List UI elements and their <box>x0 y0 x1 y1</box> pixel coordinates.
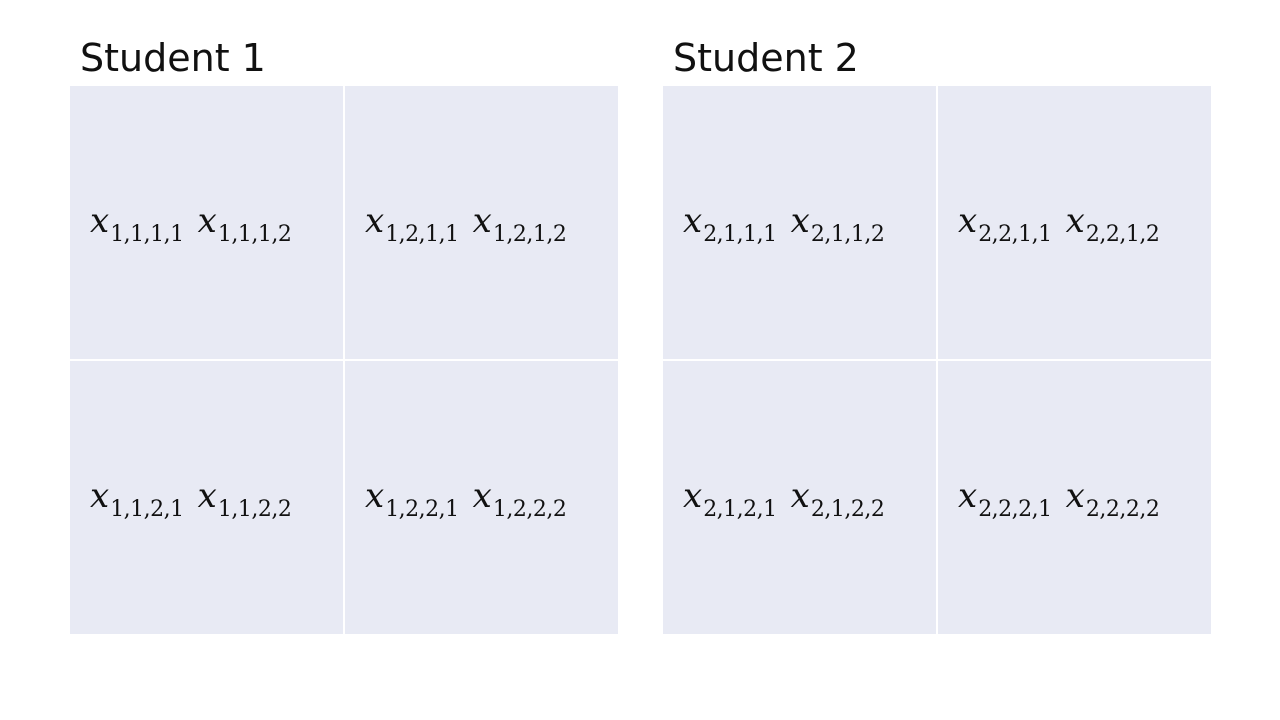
variable-subscript: 1,1,1,2 <box>217 222 292 247</box>
variable-subscript: 2,1,2,1 <box>703 497 777 522</box>
variable-symbol: x <box>365 476 385 516</box>
variable-subscript: 2,1,2,2 <box>810 497 885 522</box>
variable-subscript: 1,2,2,1 <box>385 497 459 522</box>
variable-subscript: 1,1,2,1 <box>110 497 184 522</box>
variable-subscript: 1,2,2,2 <box>492 497 567 522</box>
variable-symbol: x <box>790 476 810 516</box>
variable-subscript: 1,2,1,1 <box>385 222 459 247</box>
variable-symbol: x <box>958 201 978 241</box>
variable-symbol: x <box>90 201 110 241</box>
variable-symbol: x <box>197 201 217 241</box>
variable-symbol: x <box>958 476 978 516</box>
student-2-title: Student 2 <box>673 36 859 80</box>
variable-subscript: 1,1,2,2 <box>217 497 292 522</box>
variable-subscript: 2,2,2,2 <box>1085 497 1160 522</box>
variable-subscript: 2,1,1,2 <box>810 222 885 247</box>
variable-subscript: 2,1,1,1 <box>703 222 777 247</box>
variable-subscript: 1,2,1,2 <box>492 222 567 247</box>
variable-symbol: x <box>472 476 492 516</box>
variable-symbol: x <box>197 476 217 516</box>
variable-subscript: 2,2,1,2 <box>1085 222 1160 247</box>
variable-symbol: x <box>90 476 110 516</box>
variable-symbol: x <box>472 201 492 241</box>
variable-symbol: x <box>683 476 703 516</box>
variable-symbol: x <box>1065 201 1085 241</box>
variable-symbol: x <box>1065 476 1085 516</box>
variable-subscript: 2,2,1,1 <box>978 222 1052 247</box>
variable-symbol: x <box>790 201 810 241</box>
variable-subscript: 1,1,1,1 <box>110 222 184 247</box>
variable-subscript: 2,2,2,1 <box>978 497 1052 522</box>
variable-symbol: x <box>365 201 385 241</box>
student-1-title: Student 1 <box>80 36 266 80</box>
variable-symbol: x <box>683 201 703 241</box>
